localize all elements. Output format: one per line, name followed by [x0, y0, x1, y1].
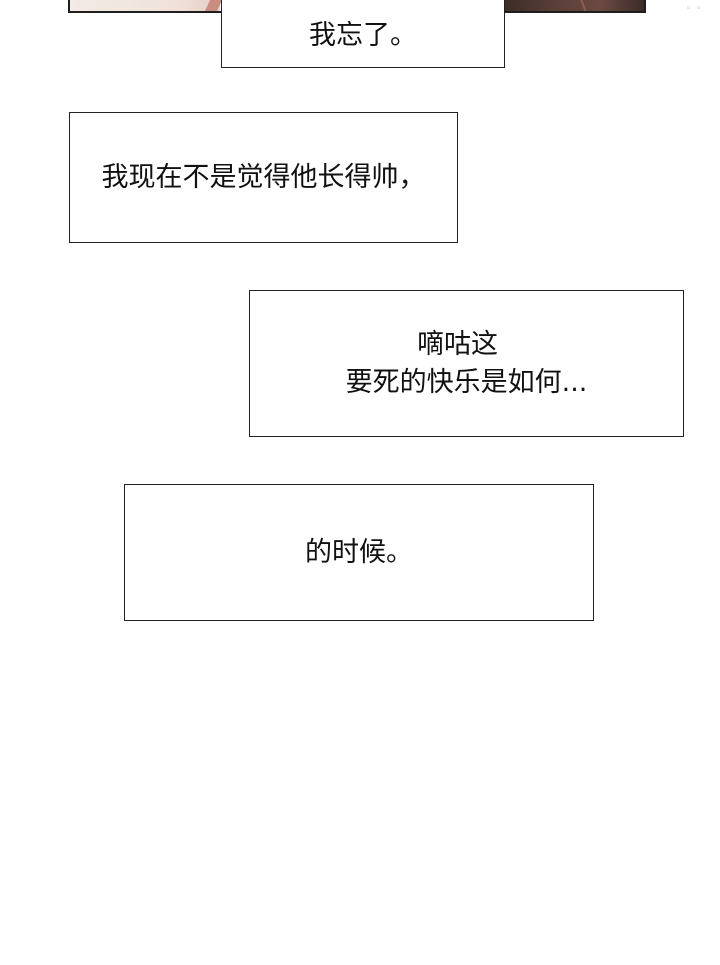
caption-text-line-1: 嘀咕这: [417, 328, 498, 360]
caption-text-line-2: 要死的快乐是如何...: [345, 366, 588, 398]
caption-text: 我忘了。: [309, 20, 417, 51]
panel-art-left: [70, 0, 220, 11]
caption-box-3: 嘀咕这 要死的快乐是如何...: [249, 290, 684, 437]
panel-art-right: [499, 0, 644, 11]
watermark-mark: ◦ ◦: [686, 4, 703, 14]
caption-text: 我现在不是觉得他长得帅，: [101, 161, 426, 193]
caption-box-4: 的时候。: [124, 484, 594, 621]
caption-box-2: 我现在不是觉得他长得帅，: [69, 112, 458, 243]
caption-box-1: 我忘了。: [221, 0, 505, 68]
caption-text: 的时候。: [305, 536, 413, 568]
